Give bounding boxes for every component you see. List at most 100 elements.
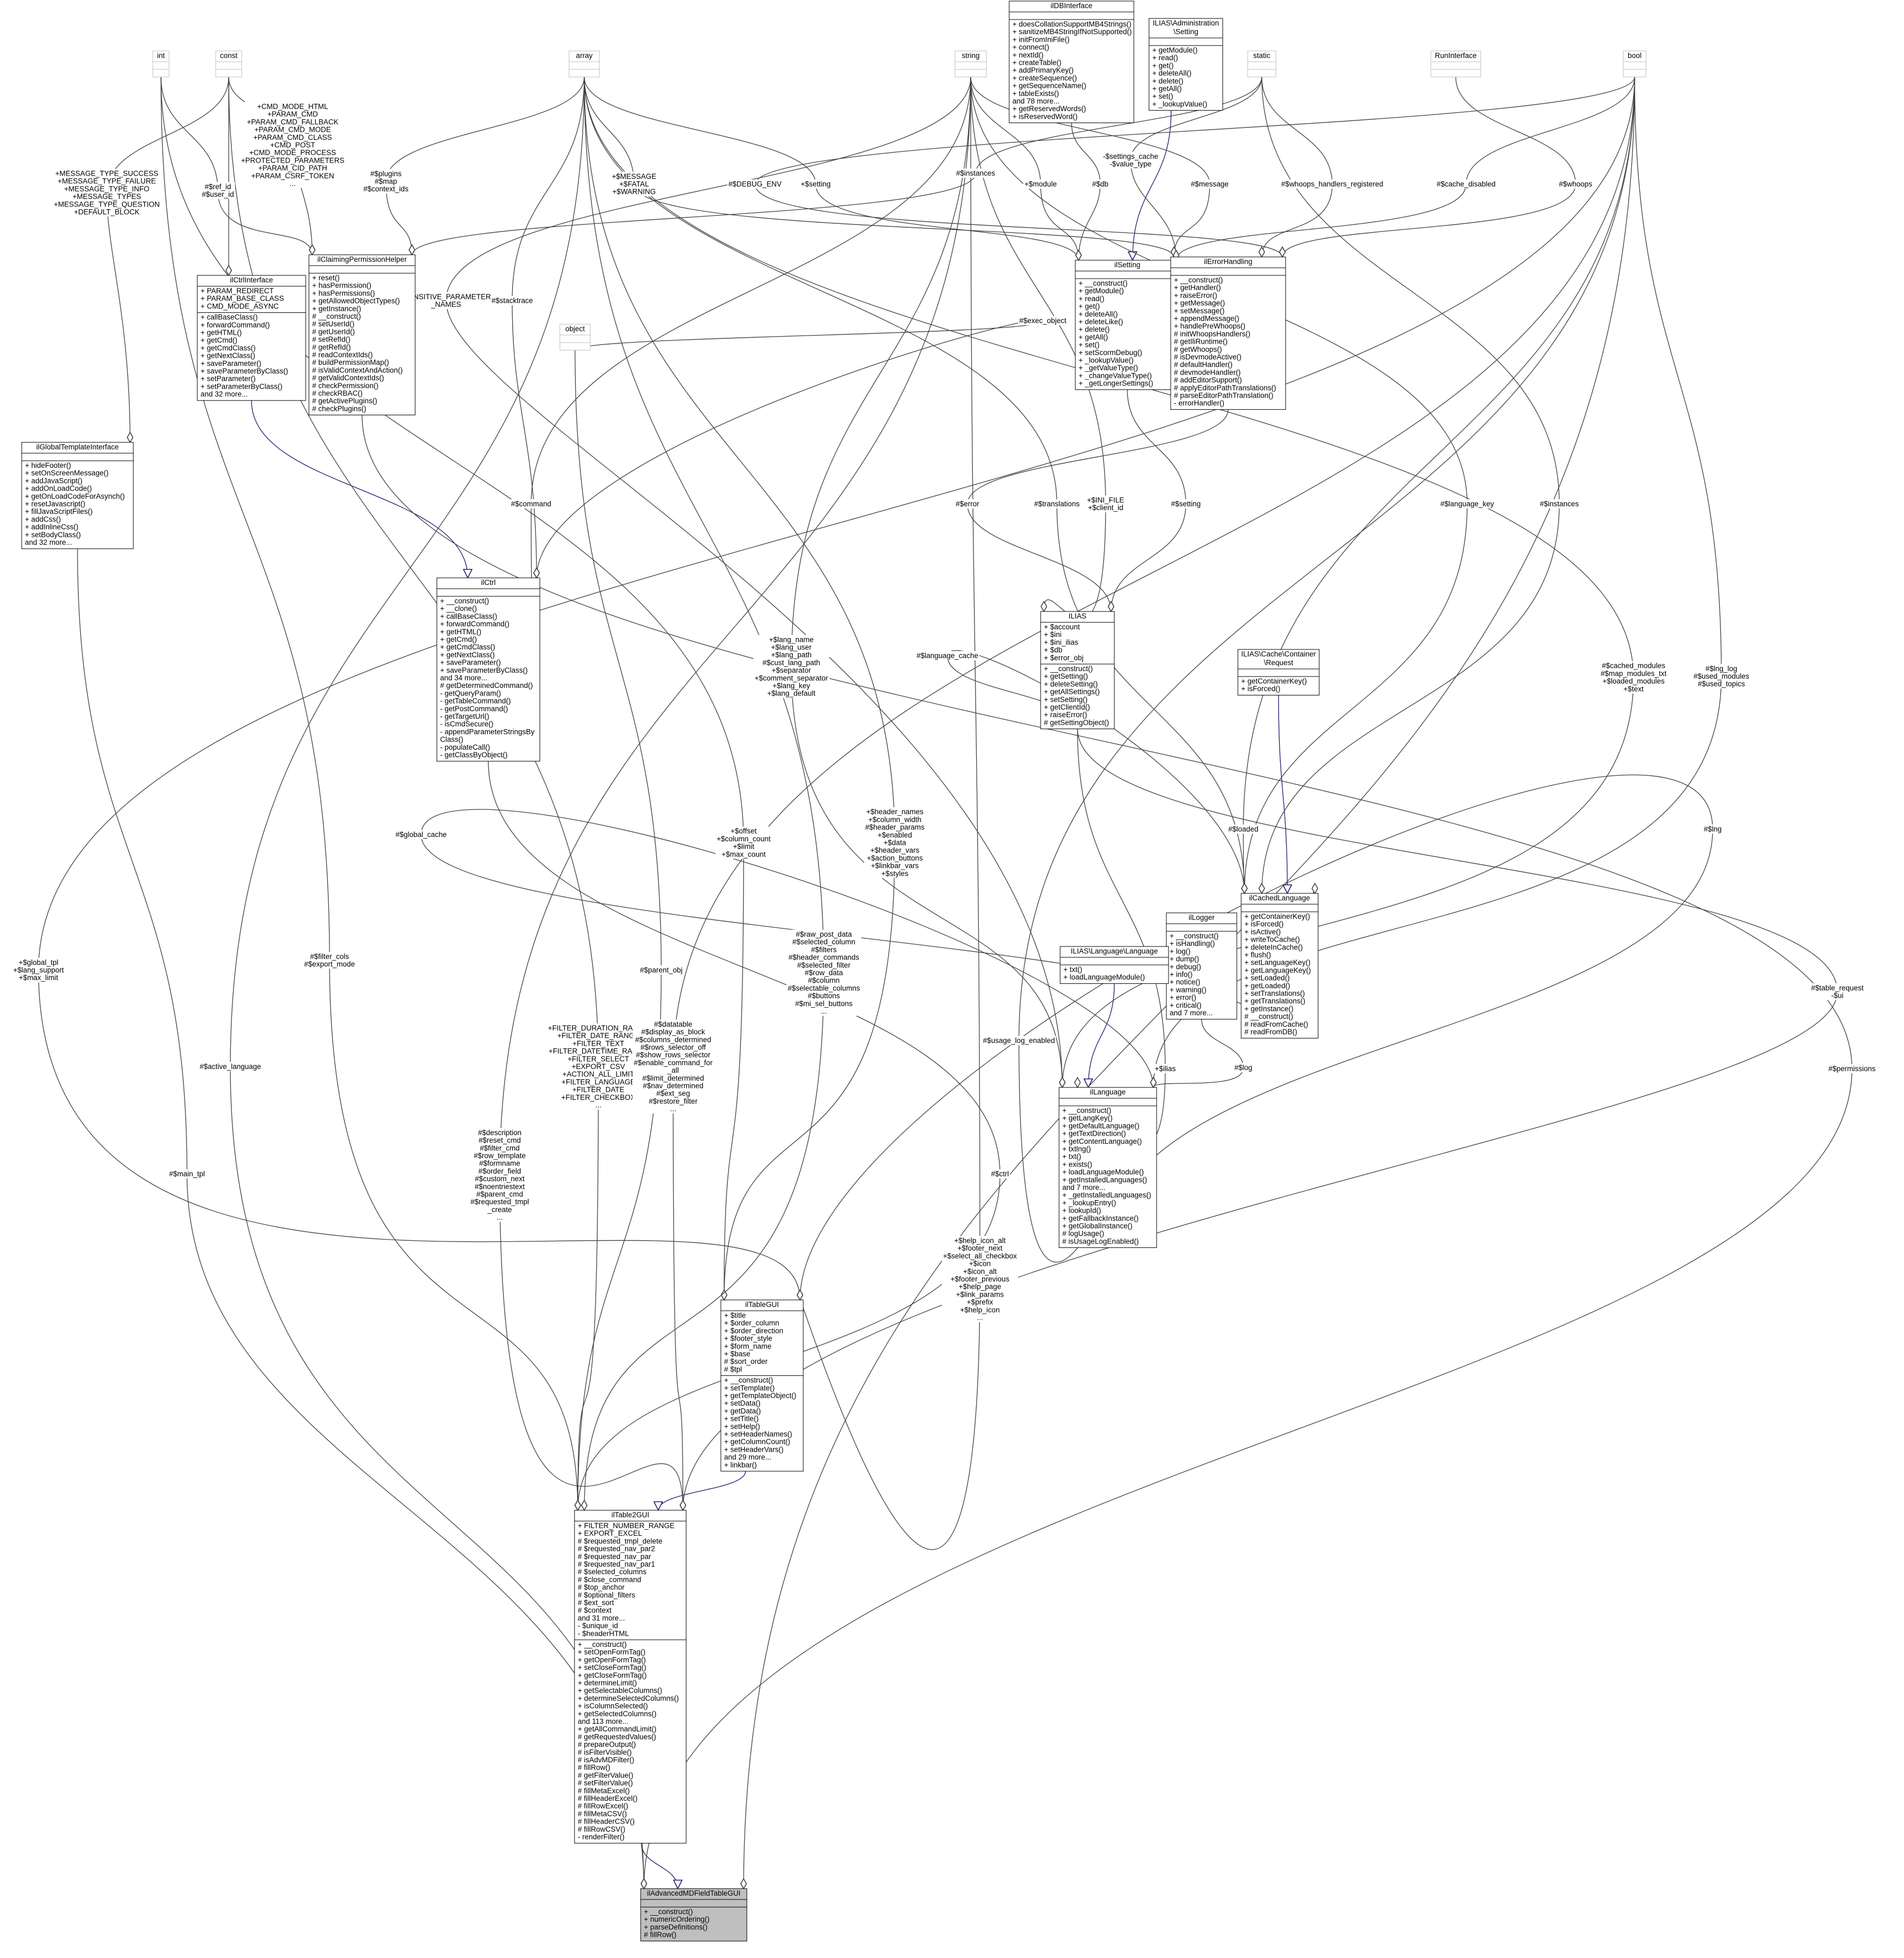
usage-edge-bool-to-iltable2gui: [673, 76, 1635, 1510]
class-operation: # setRefId(): [312, 336, 351, 344]
edge-label-line: #$map: [375, 177, 397, 185]
class-node-ilctrl[interactable]: ilCtrl+ __construct()+ __clone()+ callBa…: [436, 577, 540, 762]
class-node-ilglobaltemplateinterface[interactable]: ilGlobalTemplateInterface+ hideFooter()+…: [21, 442, 134, 549]
class-operation: + writeToCache(): [1244, 936, 1300, 944]
class-operation: + setTemplate(): [724, 1384, 774, 1392]
class-node-illanguage[interactable]: ilLanguage+ __construct()+ getLangKey()+…: [1059, 1087, 1157, 1248]
class-operation: + read(): [1152, 54, 1178, 62]
class-operation: # setFilterValue(): [578, 1779, 633, 1787]
usage-edge-array-to-ilcachedlanguage: [584, 76, 1244, 893]
edge-label-background: [1280, 179, 1385, 189]
class-operation: + getCmd(): [201, 336, 237, 344]
class-node-array[interactable]: array: [569, 50, 600, 78]
class-operation: + _lookupValue(): [1079, 356, 1133, 364]
class-operation: # fillMetaCSV(): [578, 1809, 627, 1818]
class-operation: + __clone(): [440, 604, 477, 613]
edge-label-ilglobaltemplateinterface-to-iladvancedmdfieldtablegui: #$main_tpl: [169, 1170, 205, 1178]
class-attribute: + PARAM_REDIRECT: [201, 287, 274, 295]
usage-edge-illanguage-to-iltablegui: [800, 775, 1713, 1300]
class-operation: + deleteAll(): [1079, 310, 1118, 318]
edge-label-string-to-ilias: +$INI_FILE+$client_id: [1087, 496, 1125, 512]
edge-label-background: [1538, 499, 1580, 508]
class-node-iltable2gui[interactable]: ilTable2GUI+ FILTER_NUMBER_RANGE+ EXPORT…: [574, 1510, 687, 1844]
class-operation: + setLanguageKey(): [1244, 958, 1311, 967]
class-operation: + getAllowedObjectTypes(): [312, 297, 400, 305]
class-node-languagelanguage[interactable]: ILIAS\Language\Language+ txt()+ loadLang…: [1060, 946, 1169, 984]
class-node-int[interactable]: int: [152, 50, 170, 78]
class-attribute: + $base: [724, 1350, 750, 1358]
class-node-cacherequest[interactable]: ILIAS\Cache\Container\Request+ getContai…: [1237, 649, 1320, 695]
class-attribute: # $optional_filters: [578, 1591, 635, 1599]
usage-edge-string-to-ilcachedlanguage: [970, 76, 1468, 893]
class-title: ILIAS\Cache\Container: [1241, 650, 1316, 658]
edge-label-line: +PARAM_CMD_FALLBACK: [247, 118, 339, 126]
class-node-runinterface[interactable]: RunInterface: [1430, 50, 1481, 78]
class-operation: + _lookupEntry(): [1062, 1199, 1116, 1207]
class-box: [954, 50, 987, 78]
class-operation: + isHandling(): [1170, 939, 1215, 948]
class-node-adminsetting[interactable]: ILIAS\Administration\Setting+ getModule(…: [1148, 18, 1223, 111]
class-operation: + getLanguageKey(): [1244, 966, 1311, 974]
class-node-object[interactable]: object: [559, 324, 591, 351]
edge-label-array-to-iltablegui: +$header_names+$column_width#$header_par…: [865, 808, 925, 878]
edge-label-background: [1599, 661, 1668, 694]
class-operation: + getTextDirection(): [1062, 1130, 1126, 1138]
class-operation: + isActive(): [1244, 928, 1281, 936]
class-box: [559, 324, 591, 351]
edge-label-line: #$order_field: [479, 1167, 521, 1175]
class-node-ildbinterface[interactable]: ilDBInterface+ doesCollationSupportMB4St…: [1009, 1, 1134, 124]
edge-label-line: #$enable_command_for: [634, 1059, 713, 1067]
class-operation: + nextId(): [1012, 51, 1043, 59]
class-node-iltablegui[interactable]: ilTableGUI+ $title+ $order_column+ $orde…: [720, 1299, 804, 1472]
class-node-ilcachedlanguage[interactable]: ilCachedLanguage+ getContainerKey()+ isF…: [1241, 893, 1319, 1039]
class-operation: + deleteAll(): [1152, 69, 1191, 78]
class-operation: # getRequestedValues(): [578, 1732, 656, 1741]
class-operation: + saveParameterByClass(): [440, 666, 528, 674]
class-node-ilclaimingpermissionhelper[interactable]: ilClaimingPermissionHelper+ reset()+ has…: [308, 254, 416, 416]
class-operation: + txtlng(): [1062, 1145, 1091, 1153]
edge-label-line: +$text: [1623, 685, 1643, 693]
class-operation: + getNextClass(): [440, 650, 495, 659]
class-node-ilsetting[interactable]: ilSetting+ __construct()+ getModule()+ r…: [1075, 260, 1180, 390]
usage-edge-string-to-illanguage: [446, 76, 1062, 1087]
class-title: ilClaimingPermissionHelper: [317, 255, 407, 263]
class-node-illogger[interactable]: ilLogger+ __construct()+ isHandling()+ l…: [1166, 912, 1237, 1020]
class-operation: + determineSelectedColumns(): [578, 1694, 679, 1702]
edge-label-line: #$context_ids: [363, 185, 409, 193]
edge-label-string-to-illanguage: +$lang_name+$lang_user+$lang_path#$cust_…: [754, 635, 828, 697]
edge-label-line: #$permissions: [1828, 1065, 1875, 1073]
edge-label-background: [799, 179, 832, 189]
class-node-iladvancedmdfieldtablegui[interactable]: ilAdvancedMDFieldTableGUI+ __construct()…: [640, 1888, 747, 1942]
class-node-ilias[interactable]: ILIAS+ $account+ $ini+ $ini_ilias+ $db+ …: [1040, 611, 1115, 730]
class-node-string[interactable]: string: [954, 50, 987, 78]
class-operation: # parseEditorPathTranslation(): [1174, 391, 1273, 400]
edge-label-line: +PARAM_CMD_MODE: [254, 126, 331, 134]
edge-label-line: #$language_key: [1440, 500, 1494, 508]
edge-label-line: ...: [670, 1105, 676, 1113]
edge-label-line: #$buttons: [808, 992, 840, 1000]
class-node-const[interactable]: const: [215, 50, 242, 78]
edge-label-line: #$language_cache: [916, 652, 978, 660]
class-node-ilerrorhandling[interactable]: ilErrorHandling+ __construct()+ getHandl…: [1170, 256, 1286, 410]
inheritance-edge-ilctrlinterface-to-ilctrl: [251, 400, 468, 578]
edge-label-background: [1170, 499, 1202, 508]
class-box: [436, 577, 540, 762]
edge-label-line: #$instances: [1540, 500, 1579, 508]
edge-label-line: +$help_page: [959, 1283, 1001, 1291]
class-operation: + resetJavascript(): [25, 500, 85, 508]
class-operation: # getSettingObject(): [1044, 718, 1109, 726]
edge-label-line: +$ilias: [1155, 1065, 1176, 1073]
edge-label-line: #$selectable_columns: [788, 984, 860, 992]
class-operation: # checkPlugins(): [312, 404, 366, 413]
class-node-static[interactable]: static: [1247, 50, 1276, 78]
class-node-ilctrlinterface[interactable]: ilCtrlInterface+ PARAM_REDIRECT+ PARAM_B…: [197, 275, 306, 401]
class-attribute: + $title: [724, 1311, 746, 1319]
class-node-bool[interactable]: bool: [1623, 50, 1647, 78]
edge-label-line: #$parent_obj: [640, 966, 683, 974]
class-operation: + setData(): [724, 1399, 760, 1407]
class-operation: + isForced(): [1244, 920, 1283, 928]
class-operation: + getColumnCount(): [724, 1438, 790, 1446]
edge-label-line: #$instances: [956, 169, 995, 177]
class-title: string: [961, 51, 979, 60]
class-operation: + __construct(): [1174, 276, 1223, 284]
